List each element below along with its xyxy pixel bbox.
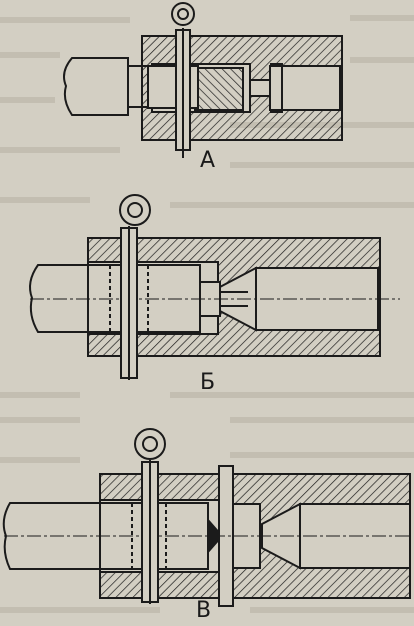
panel-b-label: Б (200, 370, 216, 395)
panel-c-label: В (196, 598, 212, 623)
panel-a-label: А (200, 148, 216, 173)
panel-c-drawing (2, 428, 411, 607)
panel-b-drawing (29, 194, 400, 380)
panel-a-drawing (63, 2, 343, 158)
